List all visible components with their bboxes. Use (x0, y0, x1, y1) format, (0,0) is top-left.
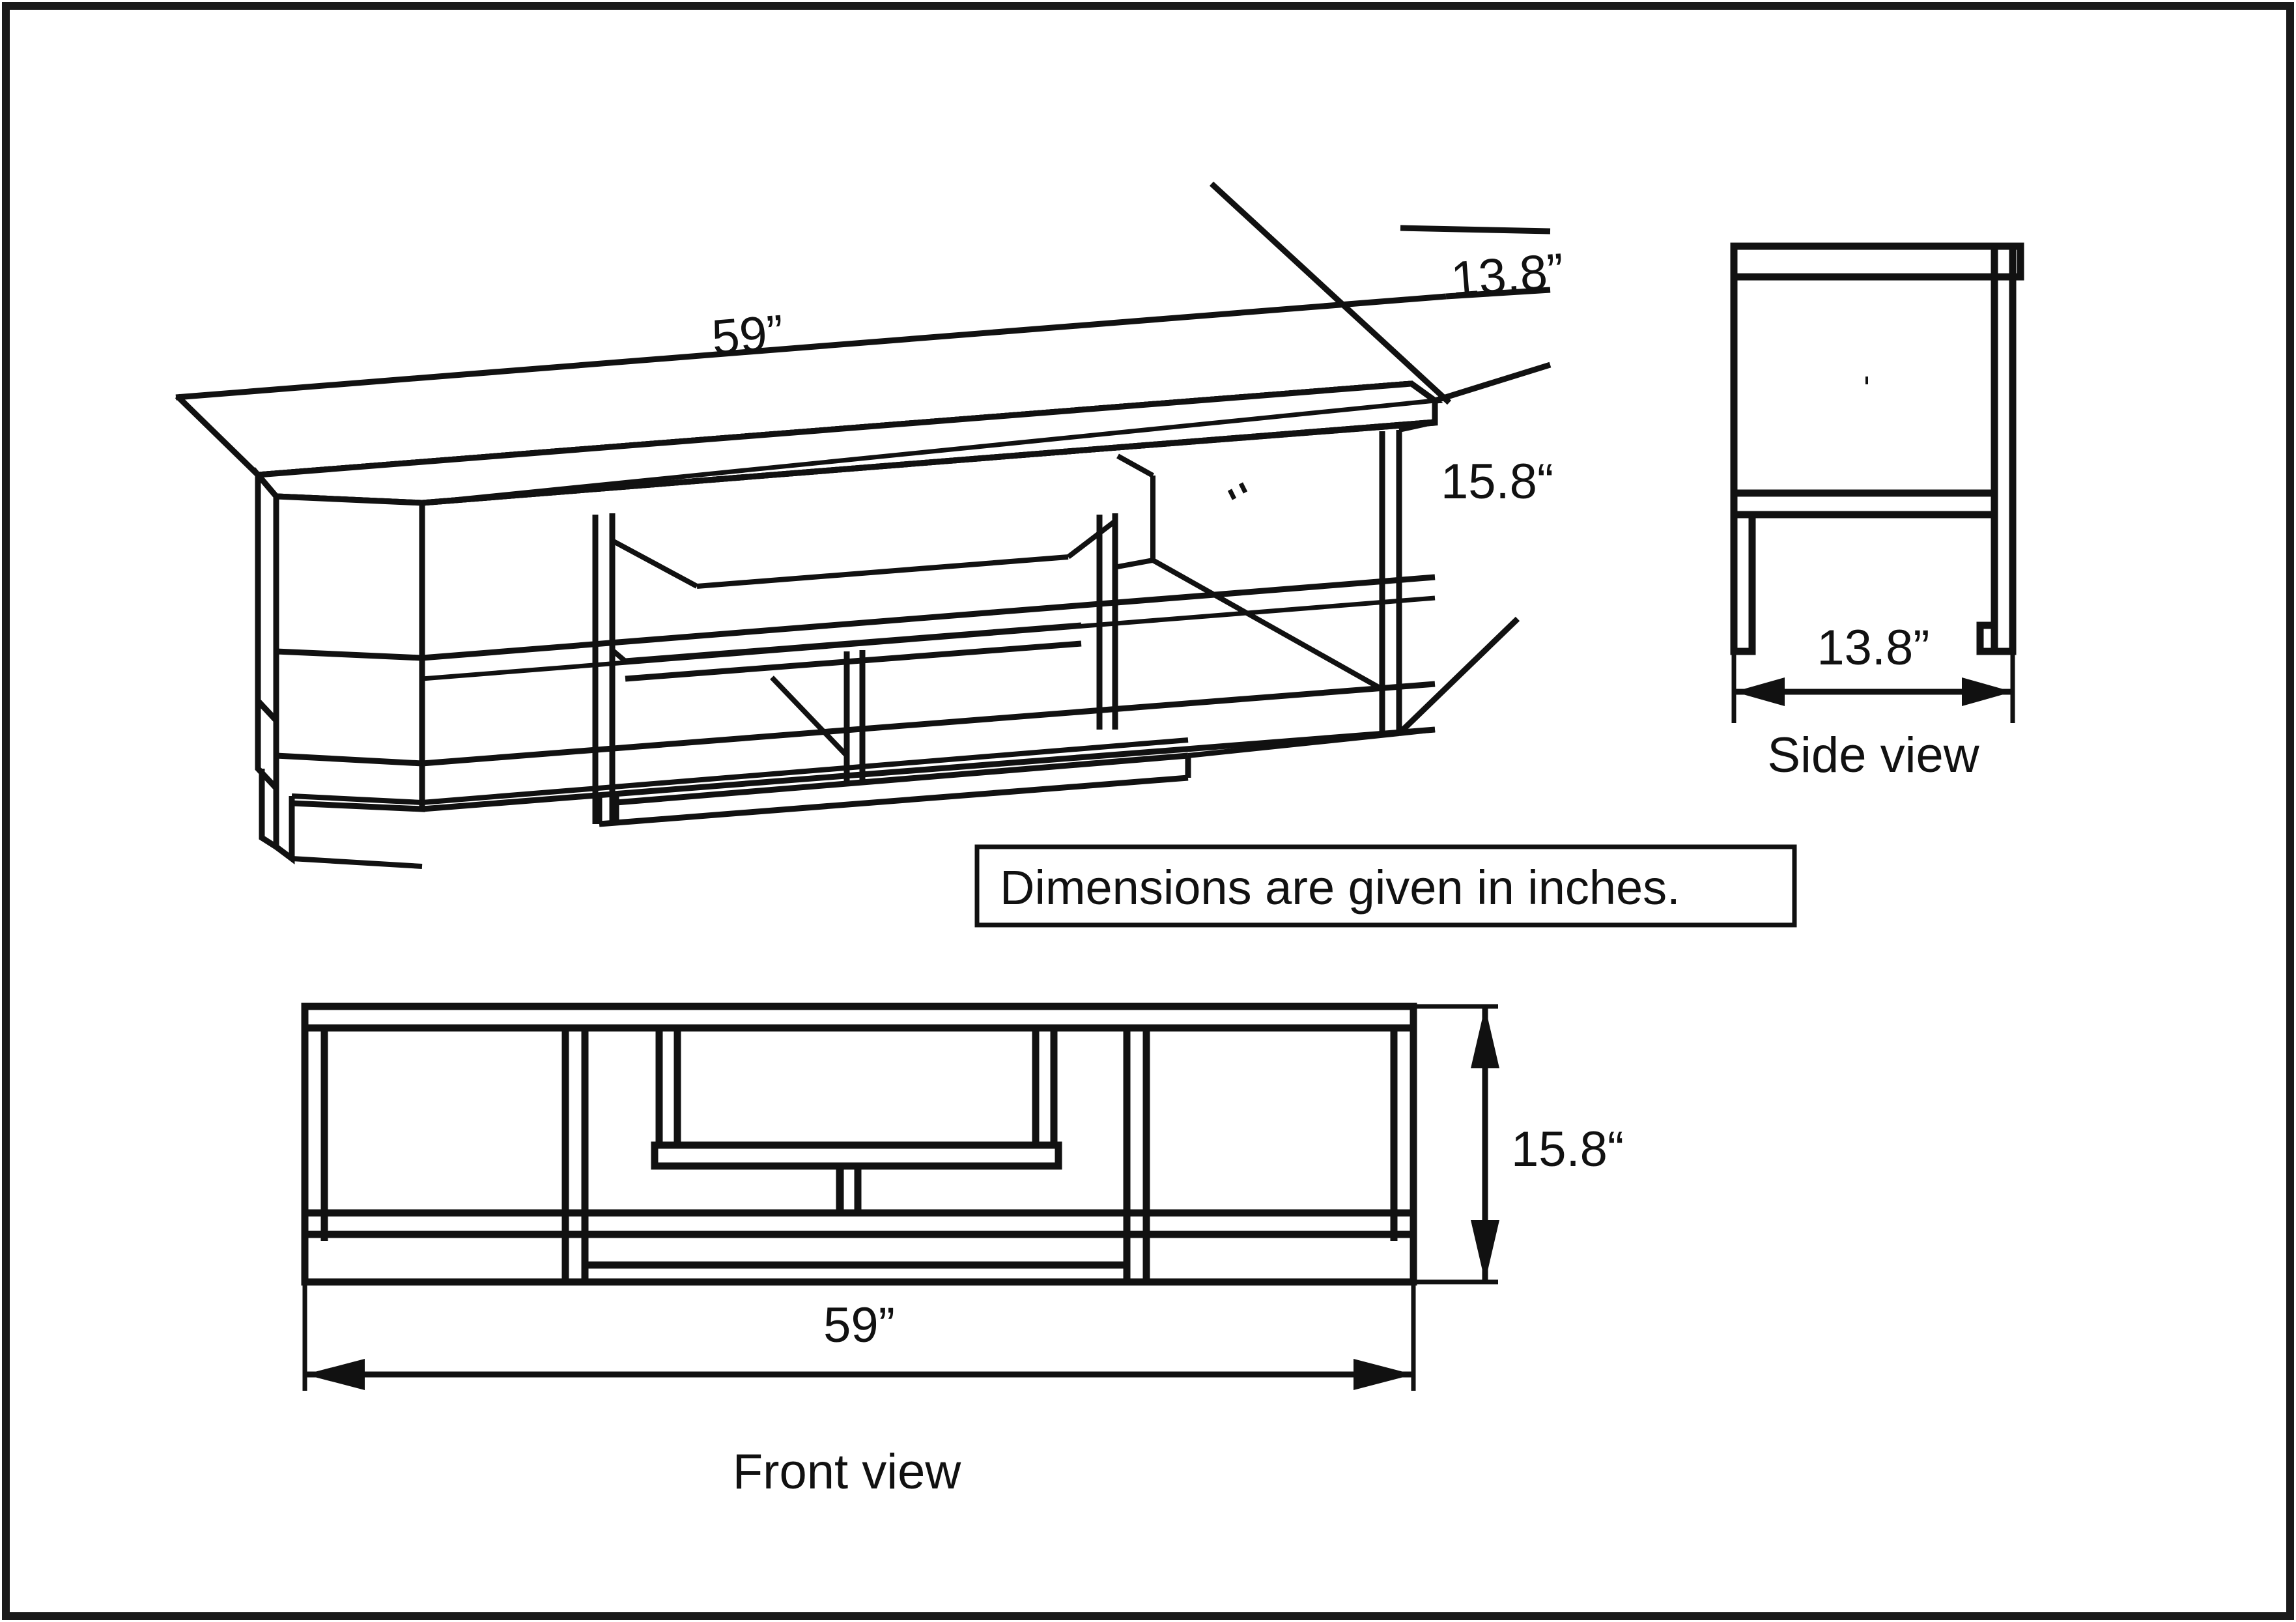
iso-right-compartment (1116, 420, 1436, 736)
side-dim-arrow-right (1962, 677, 2013, 706)
side-depth-dim-label: 13.8” (1817, 620, 1929, 676)
side-view-label: Side view (1767, 728, 1979, 783)
iso-height-dim-label: 15.8“ (1441, 454, 1553, 509)
front-view (301, 1003, 1417, 1286)
front-width-dimension (302, 1282, 1416, 1391)
iso-depth-lower-line (1445, 287, 1551, 300)
iso-center-compartment (592, 513, 1118, 824)
iso-length-leader-left (175, 393, 261, 477)
note-box-frame (974, 844, 1797, 928)
note-box (974, 844, 1797, 928)
iso-height-upper-leader (1434, 362, 1552, 404)
iso-length-dim-line (175, 293, 1447, 401)
front-height-arrow-top (1471, 1006, 1499, 1068)
front-center-recess (651, 1028, 1062, 1170)
side-right-foot (1976, 621, 1998, 655)
side-top-plate (1730, 242, 2024, 281)
iso-left-end-panel (255, 466, 279, 853)
iso-left-leg (273, 788, 423, 869)
side-dim-arrow-left (1734, 677, 1785, 706)
front-height-dim-label: 15.8“ (1511, 1122, 1624, 1177)
iso-base-frame (421, 731, 1400, 827)
iso-height-lower-leader (1396, 616, 1520, 736)
iso-left-compartment (273, 493, 425, 812)
isometric-view (175, 181, 1552, 869)
iso-dimension-leaders (175, 181, 1552, 736)
front-height-dimension (1413, 1004, 1499, 1285)
front-width-arrow-left (305, 1359, 365, 1390)
iso-body-front (421, 419, 1436, 812)
iso-depth-leader (1209, 181, 1452, 405)
front-center-post (836, 1166, 862, 1213)
iso-length-dim-label: 59” (710, 305, 786, 366)
iso-depth-upper-line (1400, 225, 1551, 235)
note-text: Dimensions are given in inches. (1000, 861, 1680, 915)
front-width-dim-label: 59” (823, 1298, 895, 1353)
side-depth-dimension (1731, 515, 2015, 723)
iso-depth-dim-label: 13.8” (1449, 243, 1566, 307)
front-recess-shelf (651, 1141, 1062, 1170)
front-height-arrow-bottom (1471, 1220, 1499, 1282)
front-width-arrow-right (1354, 1359, 1413, 1390)
front-view-label: Front view (733, 1444, 962, 1500)
